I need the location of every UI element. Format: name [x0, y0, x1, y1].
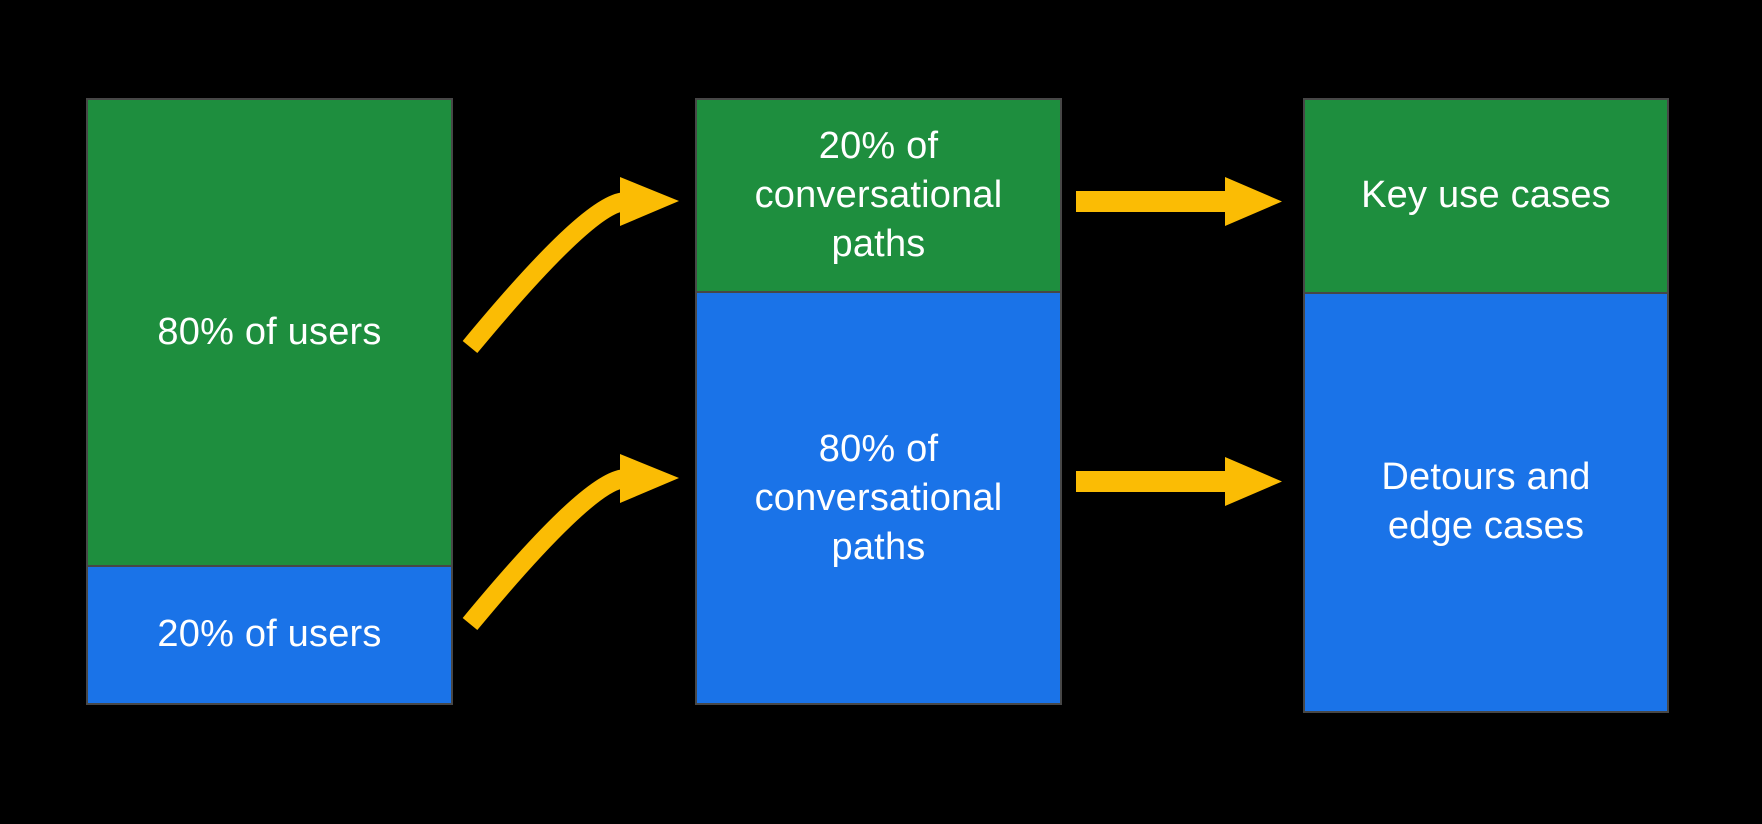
bar-outcomes: Key use cases Detours and edge cases	[1303, 98, 1669, 713]
segment-outcomes-green: Key use cases	[1305, 100, 1667, 292]
curved-arrow-bottom-icon	[470, 454, 679, 624]
segment-users-green: 80% of users	[88, 100, 451, 565]
segment-label-users-green: 80% of users	[157, 310, 382, 353]
segment-label-key-use-cases: Key use cases	[1361, 174, 1611, 217]
straight-arrow-top-icon	[1076, 177, 1282, 226]
segment-label-paths-blue: 80% of conversational paths	[754, 427, 1003, 568]
bar-conversational-paths: 20% of conversational paths 80% of conve…	[695, 98, 1062, 705]
bar-users: 80% of users 20% of users	[86, 98, 453, 705]
segment-label-detours-edge-cases: Detours and edge cases	[1381, 456, 1591, 548]
segment-outcomes-blue: Detours and edge cases	[1305, 291, 1667, 711]
segment-paths-green: 20% of conversational paths	[697, 100, 1060, 292]
segment-label-paths-green: 20% of conversational paths	[754, 125, 1003, 266]
segment-paths-blue: 80% of conversational paths	[697, 291, 1060, 703]
segment-label-users-blue: 20% of users	[157, 613, 382, 656]
curved-arrow-top-icon	[470, 177, 679, 347]
straight-arrow-bottom-icon	[1076, 457, 1282, 506]
segment-users-blue: 20% of users	[88, 564, 451, 703]
